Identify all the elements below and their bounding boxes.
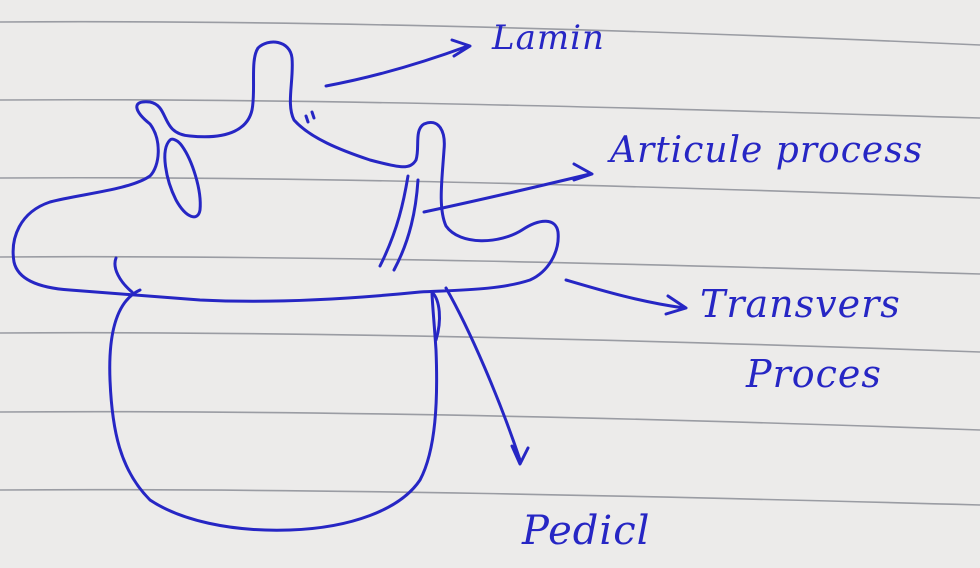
arrow-to-articular	[424, 164, 592, 212]
rule-line	[0, 178, 980, 198]
vertebra-outline	[13, 42, 558, 301]
label-lamina: Lamin	[492, 18, 605, 58]
body-left-edge	[115, 258, 132, 292]
arrow-to-lamina	[326, 40, 470, 86]
label-articular-process: Articule process	[610, 130, 923, 171]
arrow-to-transverse	[566, 280, 686, 314]
rule-line	[0, 22, 980, 45]
rule-line	[0, 412, 980, 430]
ruled-lines	[0, 22, 980, 505]
label-pedicle: Pedicl	[522, 508, 650, 554]
arrow-to-pedicle	[446, 288, 528, 464]
inner-mark	[306, 112, 314, 122]
label-transverse-line2: Proces	[746, 352, 882, 396]
vertebral-body	[110, 290, 437, 530]
rule-line	[0, 257, 980, 274]
rule-line	[0, 333, 980, 352]
label-transverse-line1: Transvers	[700, 282, 901, 326]
vertebra-drawing	[13, 40, 686, 530]
